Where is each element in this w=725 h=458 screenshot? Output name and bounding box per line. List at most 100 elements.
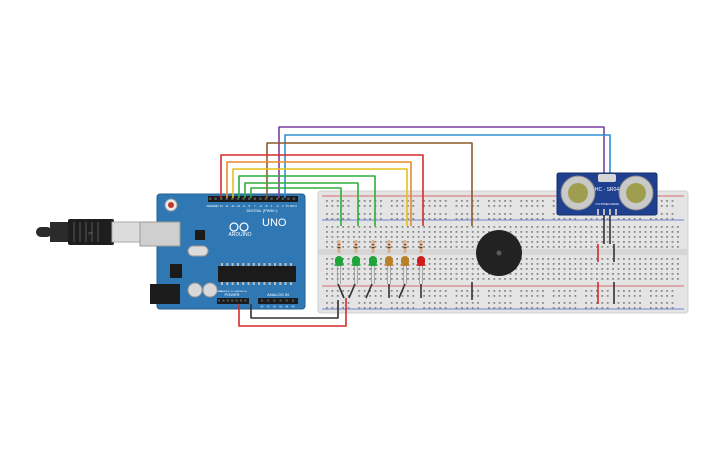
breadboard-hole[interactable] — [606, 226, 609, 228]
breadboard-hole[interactable] — [466, 268, 469, 270]
breadboard-hole[interactable] — [579, 226, 582, 228]
breadboard-hole[interactable] — [434, 278, 436, 280]
breadboard-hole[interactable] — [331, 236, 334, 238]
breadboard-hole[interactable] — [347, 226, 350, 228]
breadboard-hole[interactable] — [552, 226, 555, 228]
breadboard-hole[interactable] — [369, 213, 371, 215]
breadboard-hole[interactable] — [439, 295, 442, 297]
breadboard-hole[interactable] — [466, 307, 469, 309]
breadboard-hole[interactable] — [596, 290, 598, 292]
breadboard-hole[interactable] — [482, 231, 485, 233]
breadboard-hole[interactable] — [569, 226, 571, 228]
breadboard-hole[interactable] — [660, 302, 663, 304]
breadboard-hole[interactable] — [655, 241, 658, 243]
breadboard-hole[interactable] — [331, 273, 334, 275]
breadboard-hole[interactable] — [677, 263, 679, 265]
breadboard-hole[interactable] — [612, 278, 614, 280]
breadboard-hole[interactable] — [633, 241, 636, 243]
breadboard-hole[interactable] — [542, 295, 544, 297]
breadboard-hole[interactable] — [353, 273, 355, 275]
breadboard-hole[interactable] — [363, 268, 366, 270]
breadboard-hole[interactable] — [639, 246, 641, 248]
breadboard-hole[interactable] — [390, 200, 393, 202]
breadboard-hole[interactable] — [617, 263, 620, 265]
breadboard-hole[interactable] — [542, 263, 544, 265]
breadboard-hole[interactable] — [488, 290, 490, 292]
breadboard-hole[interactable] — [331, 246, 334, 248]
breadboard-hole[interactable] — [590, 218, 593, 220]
breadboard-hole[interactable] — [461, 246, 463, 248]
breadboard-hole[interactable] — [358, 268, 361, 270]
breadboard-hole[interactable] — [601, 231, 604, 233]
breadboard-hole[interactable] — [536, 263, 539, 265]
breadboard-hole[interactable] — [601, 263, 604, 265]
wire[interactable] — [226, 161, 412, 226]
breadboard-hole[interactable] — [639, 307, 641, 309]
breadboard-hole[interactable] — [358, 273, 361, 275]
breadboard-hole[interactable] — [444, 205, 447, 207]
breadboard-hole[interactable] — [493, 213, 496, 215]
breadboard-hole[interactable] — [477, 218, 479, 220]
breadboard-hole[interactable] — [536, 226, 539, 228]
breadboard-hole[interactable] — [342, 231, 344, 233]
breadboard-hole[interactable] — [650, 263, 652, 265]
breadboard-hole[interactable] — [563, 236, 566, 238]
breadboard-hole[interactable] — [396, 200, 398, 202]
breadboard-hole[interactable] — [515, 236, 517, 238]
breadboard-hole[interactable] — [471, 241, 474, 243]
breadboard-hole[interactable] — [612, 241, 614, 243]
breadboard-hole[interactable] — [644, 246, 647, 248]
breadboard-hole[interactable] — [633, 226, 636, 228]
breadboard-hole[interactable] — [423, 213, 425, 215]
breadboard-hole[interactable] — [542, 290, 544, 292]
breadboard-hole[interactable] — [606, 273, 609, 275]
breadboard-hole[interactable] — [326, 231, 328, 233]
breadboard-hole[interactable] — [331, 226, 334, 228]
breadboard-hole[interactable] — [558, 290, 560, 292]
breadboard-hole[interactable] — [520, 268, 523, 270]
breadboard-hole[interactable] — [423, 226, 425, 228]
power-pin-socket[interactable] — [222, 299, 225, 302]
digital-pin-socket[interactable] — [281, 197, 284, 200]
breadboard-hole[interactable] — [396, 246, 398, 248]
breadboard-hole[interactable] — [461, 302, 463, 304]
sensor-pin[interactable] — [597, 209, 599, 215]
breadboard-hole[interactable] — [623, 231, 625, 233]
breadboard-hole[interactable] — [407, 273, 409, 275]
breadboard-hole[interactable] — [380, 273, 382, 275]
breadboard-hole[interactable] — [363, 290, 366, 292]
breadboard-hole[interactable] — [671, 302, 674, 304]
breadboard-hole[interactable] — [434, 213, 436, 215]
breadboard-hole[interactable] — [558, 307, 560, 309]
breadboard-hole[interactable] — [401, 236, 404, 238]
breadboard-hole[interactable] — [412, 295, 415, 297]
breadboard-hole[interactable] — [326, 307, 328, 309]
breadboard-hole[interactable] — [520, 241, 523, 243]
digital-pin-socket[interactable] — [276, 197, 279, 200]
breadboard-hole[interactable] — [590, 236, 593, 238]
digital-pin-socket[interactable] — [214, 197, 217, 200]
breadboard-hole[interactable] — [536, 273, 539, 275]
breadboard-hole[interactable] — [369, 231, 371, 233]
breadboard-hole[interactable] — [450, 241, 452, 243]
breadboard-hole[interactable] — [563, 263, 566, 265]
breadboard-hole[interactable] — [471, 273, 474, 275]
breadboard-hole[interactable] — [326, 258, 328, 260]
breadboard-hole[interactable] — [520, 290, 523, 292]
breadboard-hole[interactable] — [531, 218, 533, 220]
breadboard-hole[interactable] — [509, 218, 512, 220]
breadboard-hole[interactable] — [569, 231, 571, 233]
breadboard-hole[interactable] — [444, 236, 447, 238]
breadboard-hole[interactable] — [552, 205, 555, 207]
breadboard-hole[interactable] — [347, 278, 350, 280]
breadboard-hole[interactable] — [434, 268, 436, 270]
breadboard-hole[interactable] — [347, 213, 350, 215]
breadboard-hole[interactable] — [331, 200, 334, 202]
breadboard-hole[interactable] — [477, 213, 479, 215]
breadboard-hole[interactable] — [644, 278, 647, 280]
breadboard-hole[interactable] — [542, 236, 544, 238]
breadboard-hole[interactable] — [423, 241, 425, 243]
breadboard-hole[interactable] — [428, 231, 431, 233]
breadboard-hole[interactable] — [633, 263, 636, 265]
breadboard-hole[interactable] — [358, 278, 361, 280]
